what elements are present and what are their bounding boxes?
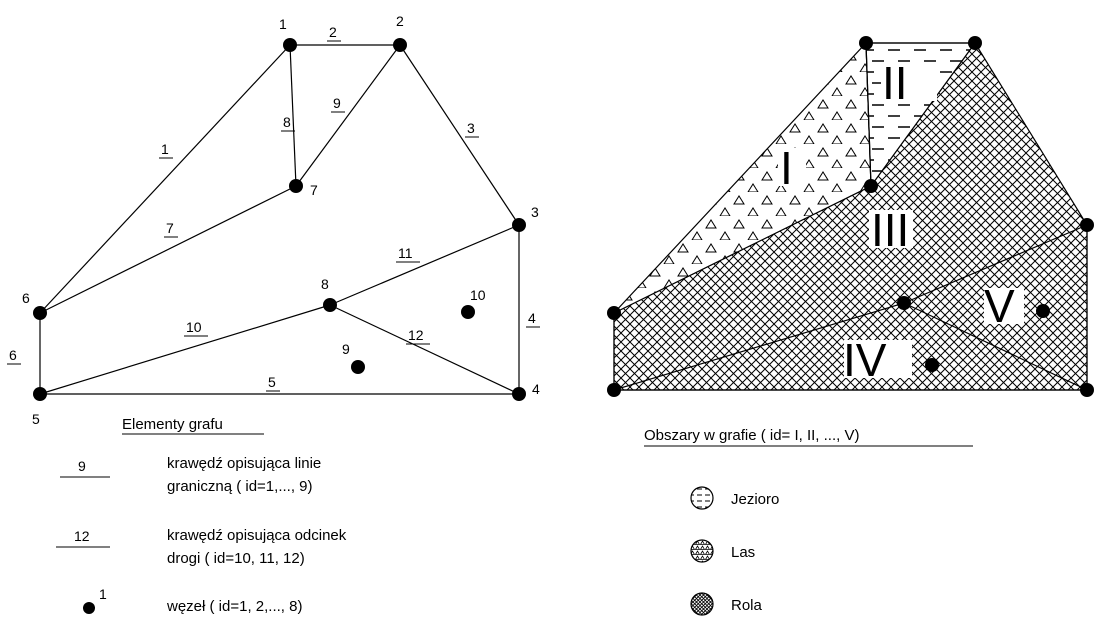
region-label-II: II [882,57,908,109]
legend-title: Elementy grafu [122,416,223,433]
node-2 [393,38,407,52]
node-label-4: 4 [532,381,540,397]
edge-label-7: 7 [166,220,174,236]
region-label-IV: IV [843,334,887,386]
node-label-1: 1 [279,16,287,32]
edge-label-2: 2 [329,24,337,40]
edge-1 [39,44,291,314]
node-label-6: 6 [22,290,30,306]
edge-8 [289,44,297,187]
edge-label-11: 11 [398,245,413,261]
region-map: I II III IV V [607,36,1094,397]
legend-lake-label: Jezioro [731,491,779,508]
edge-label-1: 1 [161,141,169,157]
graph-edges [39,44,520,395]
node-labels: 1 2 3 4 5 6 7 8 9 10 [22,13,540,427]
lake-pattern-icon [690,486,714,510]
edge-label-4: 4 [528,310,536,326]
node-label-9: 9 [342,341,350,357]
node-label-10: 10 [470,287,486,303]
legend-road-edge-line2: drogi ( id=10, 11, 12) [167,550,305,567]
legend-field-label: Rola [731,597,763,614]
node-5 [33,387,47,401]
edge-label-8: 8 [283,114,291,130]
node-1 [283,38,297,52]
graph-nodes [33,38,526,401]
node-6 [33,306,47,320]
node-label-5: 5 [32,411,40,427]
region-legend: Obszary w grafie ( id= I, II, ..., V) Je… [644,427,973,616]
edge-9 [295,44,401,187]
graph-legend: Elementy grafu 9 krawędź opisująca linie… [56,416,347,615]
node-label-8: 8 [321,276,329,292]
legend-node-dot-icon [83,602,95,614]
region-label-III: III [871,204,909,256]
node-10 [461,305,475,319]
region-title: Obszary w grafie ( id= I, II, ..., V) [644,427,859,444]
legend-sample-road-edge: 12 [74,528,90,544]
legend-node-text: węzeł ( id=1, 2,..., 8) [166,598,302,615]
region-label-V: V [984,280,1015,332]
edge-label-10: 10 [186,319,202,335]
legend-sample-border-edge: 9 [78,458,86,474]
legend-sample-node: 1 [99,586,107,602]
legend-road-edge-line1: krawędź opisująca odcinek [167,527,347,544]
edge-12 [329,304,520,395]
edge-label-6: 6 [9,347,17,363]
forest-pattern-icon [690,539,714,563]
node-label-7: 7 [310,182,318,198]
node-7 [289,179,303,193]
edge-10 [39,304,331,395]
edge-3 [399,44,520,226]
legend-border-edge-line2: graniczną ( id=1,..., 9) [167,478,313,495]
node-9 [351,360,365,374]
region-label-I: I [780,142,793,194]
node-3 [512,218,526,232]
region-labels: I II III IV V [778,57,1024,386]
edge-label-9: 9 [333,95,341,111]
edge-label-12: 12 [408,327,424,343]
edge-labels: 1 2 3 4 5 6 7 8 9 10 11 12 [7,24,540,392]
node-label-3: 3 [531,204,539,220]
node-label-2: 2 [396,13,404,29]
edge-label-5: 5 [268,374,276,390]
node-8 [323,298,337,312]
edge-11 [329,224,520,306]
legend-border-edge-line1: krawędź opisująca linie [167,455,321,472]
edge-label-3: 3 [467,120,475,136]
edge-7 [39,185,297,314]
node-4 [512,387,526,401]
legend-forest-label: Las [731,544,755,561]
field-pattern-icon [690,592,714,616]
